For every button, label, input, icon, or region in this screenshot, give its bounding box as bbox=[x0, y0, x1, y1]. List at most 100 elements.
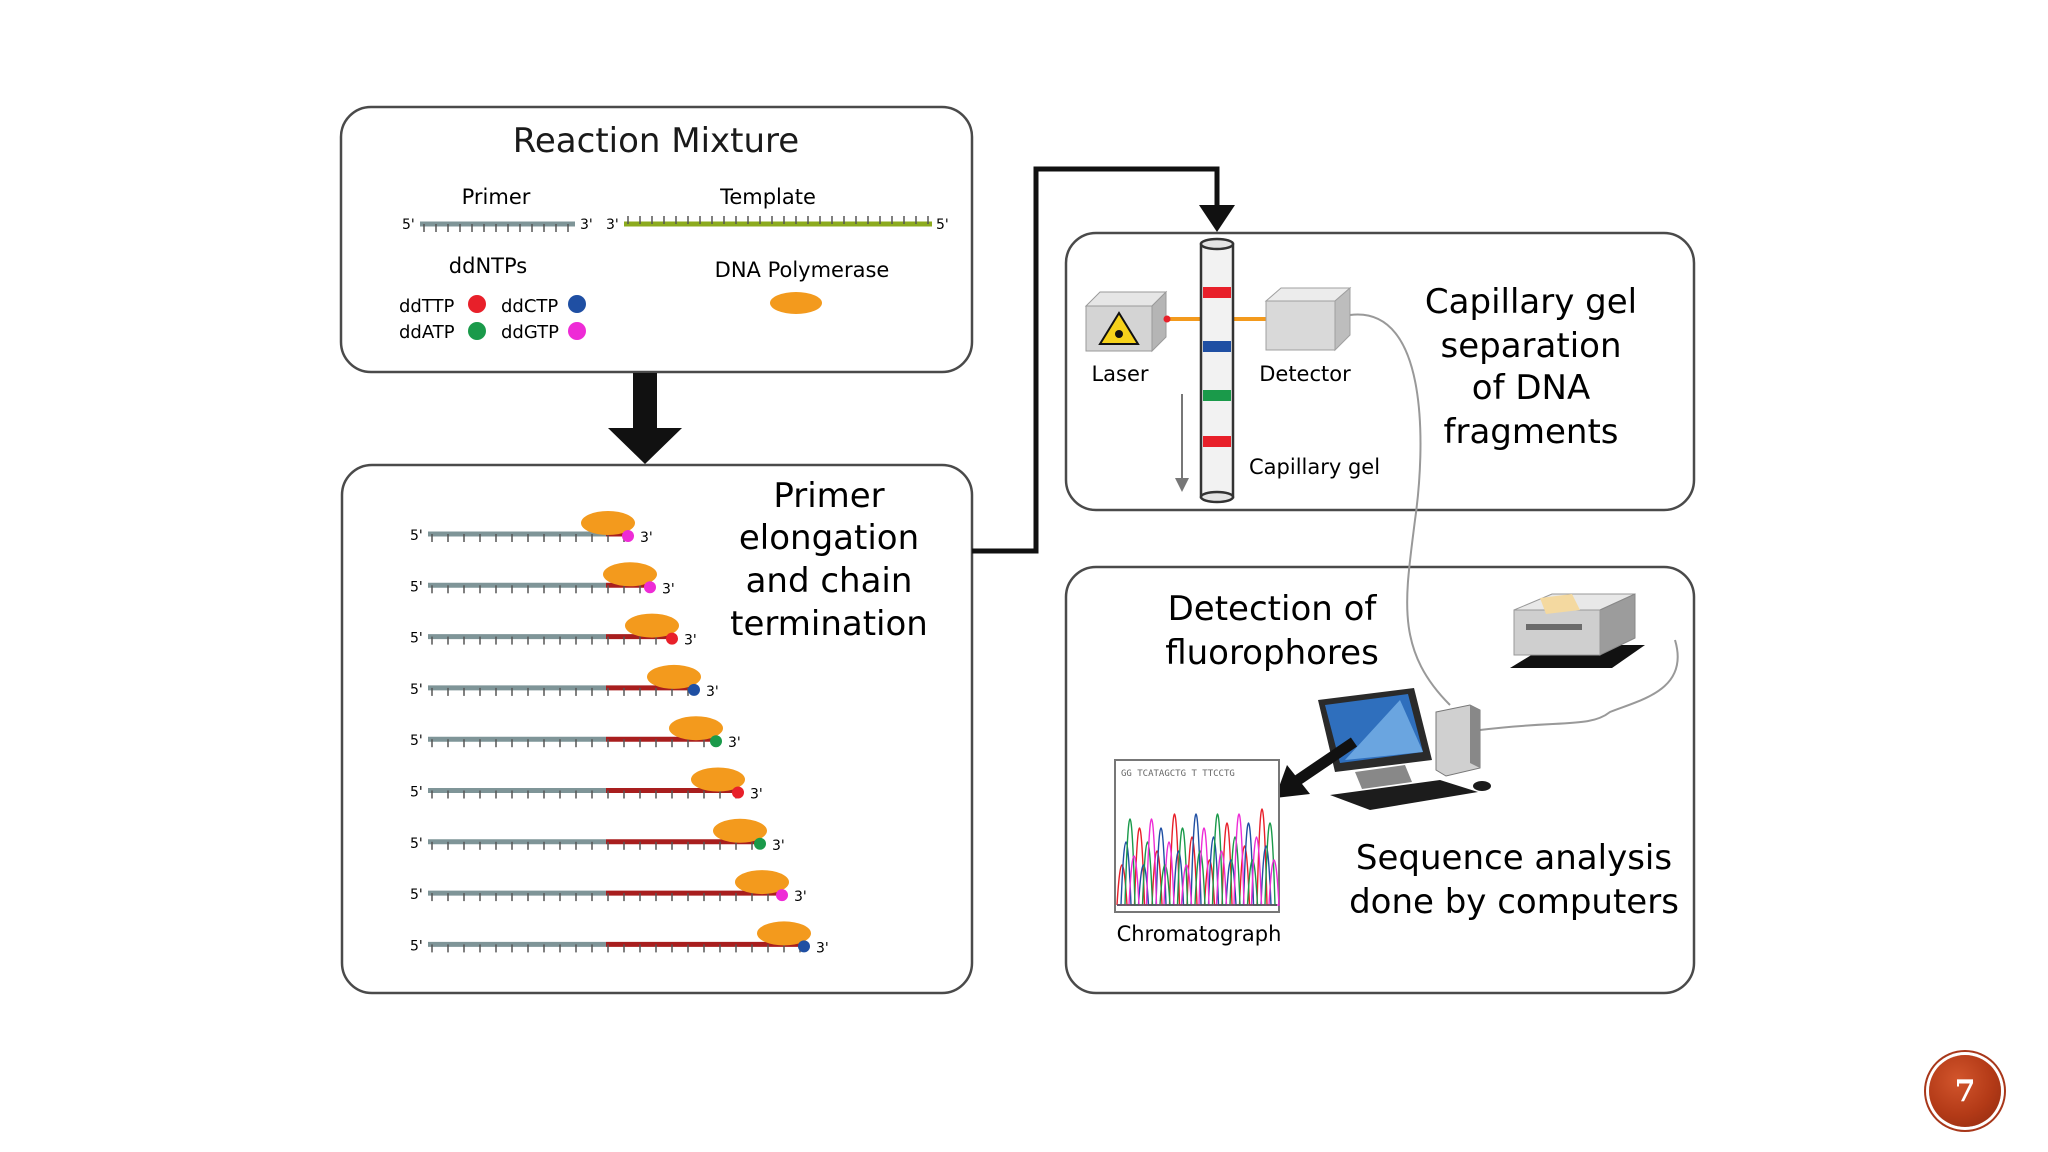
fragment-row: 5'3' bbox=[410, 511, 653, 546]
template-5-prime: 5' bbox=[936, 217, 949, 233]
laser-label: Laser bbox=[1091, 362, 1148, 386]
template-3-prime: 3' bbox=[606, 217, 619, 233]
fragment-row: 5'3' bbox=[410, 613, 697, 649]
fragment-5-prime: 5' bbox=[410, 733, 423, 749]
elongation-title-line-1: Primer bbox=[773, 476, 884, 516]
fragment-3-prime: 3' bbox=[750, 787, 763, 803]
ddntp-terminator bbox=[666, 632, 678, 645]
printer-cable bbox=[1479, 639, 1679, 731]
capillary-tube bbox=[1199, 237, 1235, 504]
detection-title-line-1: Detection of bbox=[1168, 589, 1378, 629]
fragment-3-prime: 3' bbox=[662, 581, 675, 597]
connector-line bbox=[972, 166, 1220, 554]
capillary-title-line-4: fragments bbox=[1444, 412, 1619, 452]
ddntp-terminator bbox=[754, 837, 766, 850]
fragment-row: 5' 3' bbox=[410, 818, 785, 854]
fragment-5-prime: 5' bbox=[410, 631, 423, 647]
ddntp-terminator bbox=[732, 786, 744, 799]
chromatogram-trace bbox=[1117, 813, 1280, 906]
analysis-arrow-line bbox=[1294, 737, 1358, 785]
fragment-5-prime: 5' bbox=[410, 887, 423, 903]
capillary-title-line-2: separation bbox=[1441, 326, 1622, 366]
fragment-3-prime: 3' bbox=[772, 838, 785, 854]
elongation-title-line-2: elongation bbox=[739, 518, 919, 558]
template-label: Template bbox=[719, 185, 816, 209]
ddttp-label: ddTTP bbox=[399, 296, 455, 317]
elongation-panel bbox=[340, 463, 974, 995]
elongation-title-line-4: termination bbox=[730, 604, 928, 644]
capillary-title-line-3: of DNA bbox=[1472, 368, 1590, 408]
fragment-5-prime: 5' bbox=[410, 836, 423, 852]
primer-5-prime: 5' bbox=[402, 217, 415, 233]
polymerase bbox=[735, 870, 789, 895]
fragment-5-prime: 5' bbox=[410, 785, 423, 801]
chromatogram-traces bbox=[1116, 808, 1280, 906]
ddntp-terminator bbox=[688, 683, 700, 696]
fragment-3-prime: 3' bbox=[706, 684, 719, 700]
polymerase-icon bbox=[770, 292, 822, 314]
connector-arrowhead bbox=[1199, 205, 1235, 232]
gel-band bbox=[1203, 436, 1231, 447]
polymerase bbox=[713, 818, 767, 843]
migration-arrowhead bbox=[1175, 478, 1189, 492]
ddatp-label: ddATP bbox=[399, 322, 455, 343]
polymerase bbox=[625, 613, 679, 638]
chromatogram-trace bbox=[1117, 813, 1277, 906]
gel-band bbox=[1203, 341, 1231, 352]
ddctp-label: ddCTP bbox=[501, 296, 558, 317]
polymerase bbox=[647, 664, 701, 689]
fragment-row: 5' 3' bbox=[410, 870, 807, 905]
capillary-title-line-1: Capillary gel bbox=[1425, 282, 1637, 322]
laser-icon bbox=[1084, 290, 1168, 353]
primer-strand bbox=[420, 221, 575, 232]
fragment-row: 5' 3' bbox=[410, 716, 741, 751]
ddttp-dot bbox=[468, 295, 486, 313]
analysis-line-2: done by computers bbox=[1349, 882, 1679, 922]
page-number-badge: 7 bbox=[1929, 1055, 2001, 1127]
detector-label: Detector bbox=[1259, 362, 1351, 386]
fragment-ladder: 5'3'5'3'5'3'5'3'5'3'5'3'5'3'5'3'5'3' bbox=[410, 511, 829, 956]
template-strand bbox=[624, 216, 932, 227]
primer-3-prime: 3' bbox=[580, 217, 593, 233]
fragment-3-prime: 3' bbox=[816, 940, 829, 956]
analysis-line-1: Sequence analysis bbox=[1356, 838, 1672, 878]
ddntp-terminator bbox=[622, 530, 634, 542]
polymerase bbox=[669, 716, 723, 741]
laser-aperture bbox=[1163, 315, 1171, 323]
page-number: 7 bbox=[1954, 1073, 1976, 1109]
ddntp-terminator bbox=[776, 889, 788, 902]
primer-label: Primer bbox=[462, 185, 531, 209]
gel-band bbox=[1203, 287, 1231, 298]
fragment-row: 5' 3' bbox=[410, 921, 829, 956]
ddntp-terminator bbox=[798, 940, 810, 953]
chromatograph-sequence: GG TCATAGCTG T TTCCTG bbox=[1121, 769, 1235, 779]
fragment-row: 5' 3' bbox=[410, 767, 763, 803]
ddntps-label: ddNTPs bbox=[449, 254, 527, 278]
elongation-title-line-3: and chain bbox=[746, 561, 913, 601]
fragment-5-prime: 5' bbox=[410, 682, 423, 698]
polymerase bbox=[603, 562, 657, 587]
fragment-row: 5' 3' bbox=[410, 664, 719, 700]
polymerase bbox=[581, 511, 635, 535]
ddgtp-label: ddGTP bbox=[501, 322, 559, 343]
polymerase bbox=[757, 921, 811, 946]
reaction-mixture-title: Reaction Mixture bbox=[513, 121, 799, 161]
ddatp-dot bbox=[468, 322, 486, 340]
fragment-5-prime: 5' bbox=[410, 938, 423, 954]
capillary-gel-label: Capillary gel bbox=[1249, 455, 1380, 479]
ddntp-terminator bbox=[644, 581, 656, 594]
ddgtp-dot bbox=[568, 322, 586, 340]
printer-icon bbox=[1510, 593, 1645, 668]
analysis-arrowhead bbox=[1275, 765, 1310, 798]
chromatograph: GG TCATAGCTG T TTCCTG bbox=[1114, 759, 1280, 913]
detector-icon bbox=[1264, 286, 1352, 352]
fragment-3-prime: 3' bbox=[728, 735, 741, 751]
gel-bands bbox=[1203, 287, 1231, 447]
ddntp-terminator bbox=[710, 735, 722, 748]
chromatograph-label: Chromatograph bbox=[1117, 922, 1282, 946]
ddctp-dot bbox=[568, 295, 586, 313]
polymerase bbox=[691, 767, 745, 792]
fragment-row: 5'3' bbox=[410, 562, 675, 597]
fragment-3-prime: 3' bbox=[794, 889, 807, 905]
